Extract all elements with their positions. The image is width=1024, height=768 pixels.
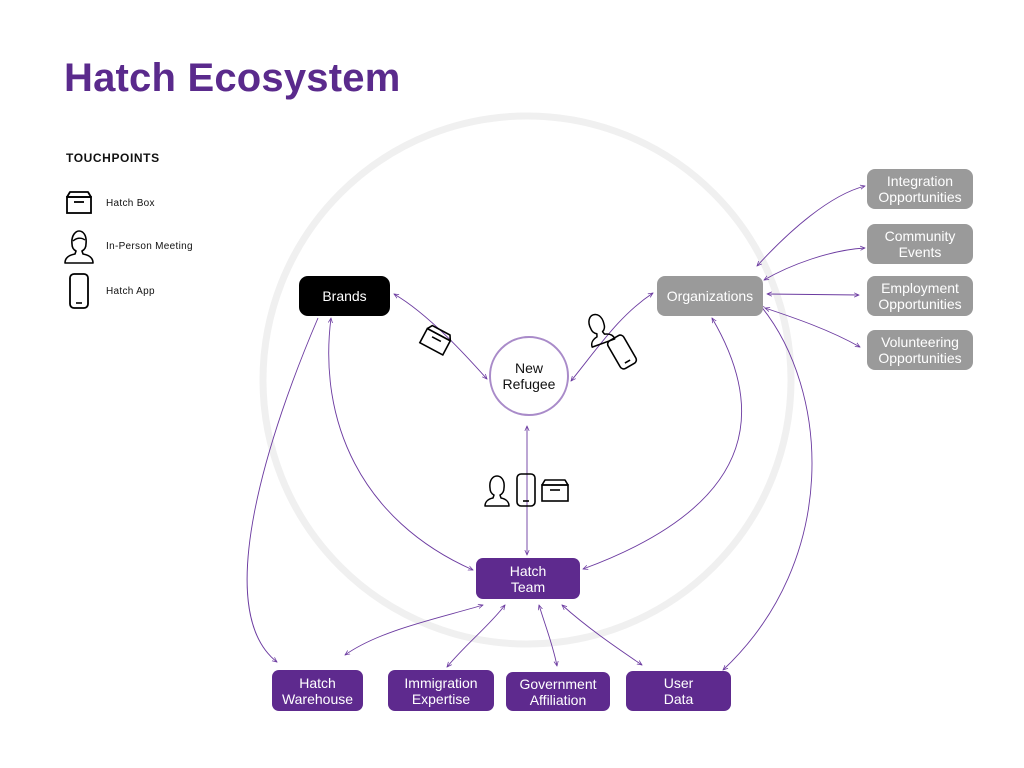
phone-icon: [69, 273, 89, 309]
box-icon: [541, 479, 569, 502]
page-title: Hatch Ecosystem: [64, 56, 401, 100]
node-brands: Brands: [299, 276, 390, 316]
person-icon: [588, 313, 616, 348]
arrow-org-employment: [767, 294, 859, 295]
arrow-team-government: [539, 605, 557, 666]
person-icon: [484, 475, 510, 507]
arrow-brands-team: [329, 318, 473, 571]
arrow-org-community: [764, 248, 865, 280]
background-ring: [259, 112, 795, 648]
arrow-team-userdata: [562, 605, 642, 665]
legend-heading: TOUCHPOINTS: [66, 151, 160, 165]
legend-item-meeting: In-Person Meeting: [62, 226, 193, 266]
arrow-org-volunteering: [765, 308, 860, 347]
phone-icon: [606, 334, 638, 370]
legend-item-app: Hatch App: [62, 271, 155, 311]
node-organizations: Organizations: [657, 276, 763, 316]
legend-label-meeting: In-Person Meeting: [106, 240, 193, 252]
arrow-team-immigration: [447, 605, 505, 667]
legend-item-box: Hatch Box: [62, 183, 155, 223]
arrow-org-refugee: [571, 293, 653, 381]
person-icon: [64, 230, 94, 264]
box-icon: [66, 191, 92, 214]
legend-label-box: Hatch Box: [106, 197, 155, 209]
arrow-org-team: [583, 318, 743, 569]
arrow-org-integration: [757, 186, 865, 266]
box-icon: [418, 324, 452, 357]
legend-label-app: Hatch App: [106, 285, 155, 297]
arrow-team-warehouse: [345, 605, 483, 655]
arrow-brands-warehouse: [246, 317, 319, 662]
phone-icon: [516, 473, 536, 507]
